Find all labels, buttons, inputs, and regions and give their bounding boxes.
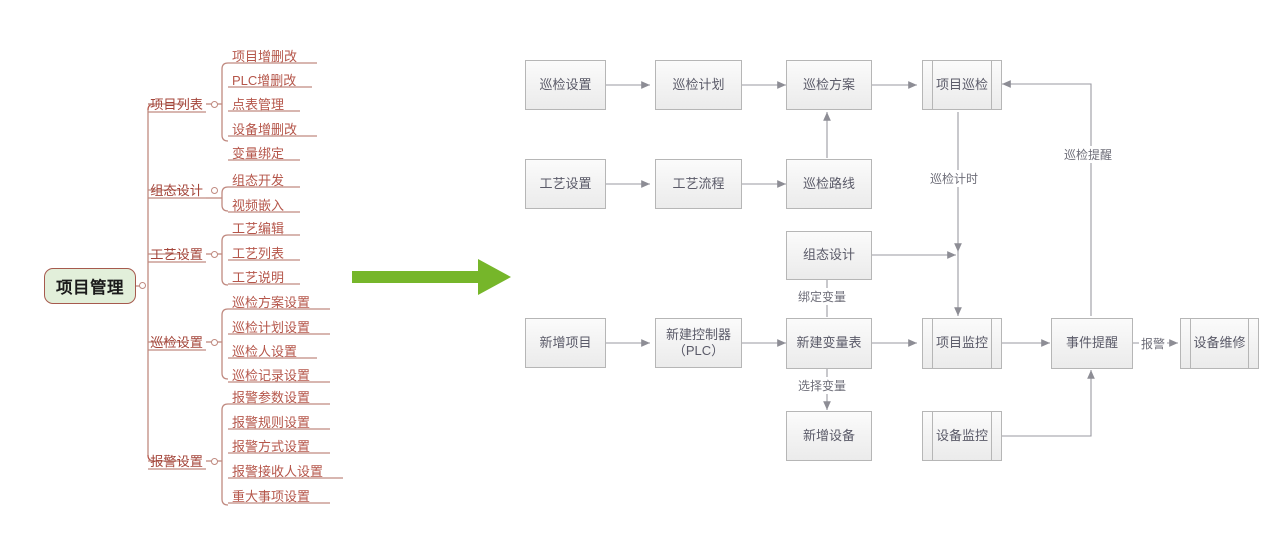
- flow-node-label: 工艺流程: [672, 175, 725, 191]
- mindmap-branch-项目列表[interactable]: 项目列表: [143, 94, 203, 113]
- mindmap-root-label: 项目管理: [56, 279, 124, 297]
- flow-node-巡检路线[interactable]: 巡检路线: [786, 159, 872, 209]
- mindmap-leaf[interactable]: 项目增删改: [232, 49, 298, 64]
- flow-node-label: 巡检计划: [672, 76, 725, 92]
- flow-node-label: 项目巡检: [935, 76, 988, 92]
- flow-node-label: 工艺设置: [539, 175, 592, 191]
- mindmap-leaf[interactable]: 工艺列表: [232, 246, 285, 261]
- flow-node-label: 项目监控: [935, 335, 988, 351]
- edge-label-巡检计时: 巡检计时: [928, 170, 981, 187]
- mindmap-branch-label: 项目列表: [150, 97, 203, 112]
- mindmap-leaf[interactable]: 巡检记录设置: [232, 368, 311, 383]
- mindmap-panel: 项目管理 项目列表 组态设计 工艺设置 巡检设置 报警设置 项目增删改 PLC增…: [0, 0, 520, 559]
- mindmap-branch-toggle-2[interactable]: [211, 251, 218, 258]
- mindmap-leaf[interactable]: 工艺编辑: [232, 221, 285, 236]
- mindmap-root-toggle[interactable]: [139, 282, 146, 289]
- mindmap-branch-label: 巡检设置: [150, 335, 203, 350]
- mindmap-leaf[interactable]: PLC增删改: [232, 73, 297, 88]
- edge-label-选择变量: 选择变量: [796, 377, 849, 394]
- mindmap-leaf[interactable]: 工艺说明: [232, 270, 285, 285]
- flow-node-label: 巡检设置: [539, 76, 592, 92]
- flow-node-label: 新增项目: [539, 334, 592, 350]
- mindmap-branch-toggle-0[interactable]: [211, 101, 218, 108]
- flow-node-设备维修[interactable]: 设备维修: [1180, 318, 1259, 369]
- mindmap-leaf[interactable]: 巡检方案设置: [232, 295, 311, 310]
- mindmap-leaf[interactable]: 视频嵌入: [232, 198, 285, 213]
- flow-node-新建变量表[interactable]: 新建变量表: [786, 318, 872, 369]
- mindmap-leaf[interactable]: 变量绑定: [232, 146, 285, 161]
- flow-node-label: 巡检路线: [802, 175, 855, 191]
- flow-node-新增设备[interactable]: 新增设备: [786, 411, 872, 461]
- mindmap-leaf[interactable]: 报警接收人设置: [232, 464, 324, 479]
- flow-node-label: 巡检方案: [802, 76, 855, 92]
- flow-node-工艺设置[interactable]: 工艺设置: [525, 159, 606, 209]
- edge-label-巡检提醒: 巡检提醒: [1062, 146, 1115, 163]
- green-right-arrow-icon: [352, 259, 511, 295]
- flow-node-组态设计[interactable]: 组态设计: [786, 231, 872, 280]
- flow-node-事件提醒[interactable]: 事件提醒: [1051, 318, 1133, 369]
- mindmap-branch-toggle-3[interactable]: [211, 339, 218, 346]
- flow-node-新建控制器[interactable]: 新建控制器 （PLC）: [655, 318, 742, 368]
- flow-node-label: 设备监控: [935, 427, 988, 443]
- flow-node-项目巡检[interactable]: 项目巡检: [922, 60, 1002, 110]
- mindmap-branch-组态设计[interactable]: 组态设计: [143, 180, 203, 199]
- mindmap-leaf[interactable]: 点表管理: [232, 97, 285, 112]
- flow-node-巡检计划[interactable]: 巡检计划: [655, 60, 742, 110]
- mindmap-branch-toggle-4[interactable]: [211, 458, 218, 465]
- mindmap-branch-巡检设置[interactable]: 巡检设置: [143, 332, 203, 351]
- flow-node-巡检方案[interactable]: 巡检方案: [786, 60, 872, 110]
- mindmap-root-node[interactable]: 项目管理: [44, 268, 136, 304]
- mindmap-leaf[interactable]: 报警方式设置: [232, 439, 311, 454]
- flow-node-工艺流程[interactable]: 工艺流程: [655, 159, 742, 209]
- flow-node-label: 新建控制器 （PLC）: [665, 326, 731, 358]
- mindmap-leaf[interactable]: 巡检人设置: [232, 344, 298, 359]
- mindmap-leaf[interactable]: 重大事项设置: [232, 489, 311, 504]
- mindmap-branch-toggle-1[interactable]: [211, 187, 218, 194]
- flow-node-项目监控[interactable]: 项目监控: [922, 318, 1002, 369]
- edge-label-绑定变量: 绑定变量: [796, 288, 849, 305]
- mindmap-leaf[interactable]: 组态开发: [232, 173, 285, 188]
- flow-node-label: 组态设计: [802, 247, 855, 263]
- mindmap-branch-报警设置[interactable]: 报警设置: [143, 451, 203, 470]
- edge-label-报警: 报警: [1139, 335, 1168, 352]
- flow-node-label: 设备维修: [1193, 335, 1246, 351]
- mindmap-leaf[interactable]: 巡检计划设置: [232, 320, 311, 335]
- mindmap-leaf[interactable]: 报警参数设置: [232, 390, 311, 405]
- mindmap-leaf[interactable]: 设备增删改: [232, 122, 298, 137]
- flow-node-巡检设置[interactable]: 巡检设置: [525, 60, 606, 110]
- mindmap-branch-label: 报警设置: [150, 454, 203, 469]
- flow-node-设备监控[interactable]: 设备监控: [922, 411, 1002, 461]
- flow-node-label: 事件提醒: [1065, 335, 1118, 351]
- mindmap-branch-label: 工艺设置: [150, 247, 203, 262]
- flow-node-新增项目[interactable]: 新增项目: [525, 318, 606, 368]
- mindmap-connectors: [136, 62, 343, 506]
- mindmap-leaf[interactable]: 报警规则设置: [232, 415, 311, 430]
- mindmap-branch-label: 组态设计: [150, 183, 203, 198]
- flow-node-label: 新增设备: [802, 427, 855, 443]
- flow-node-label: 新建变量表: [796, 335, 862, 351]
- mindmap-branch-工艺设置[interactable]: 工艺设置: [143, 244, 203, 263]
